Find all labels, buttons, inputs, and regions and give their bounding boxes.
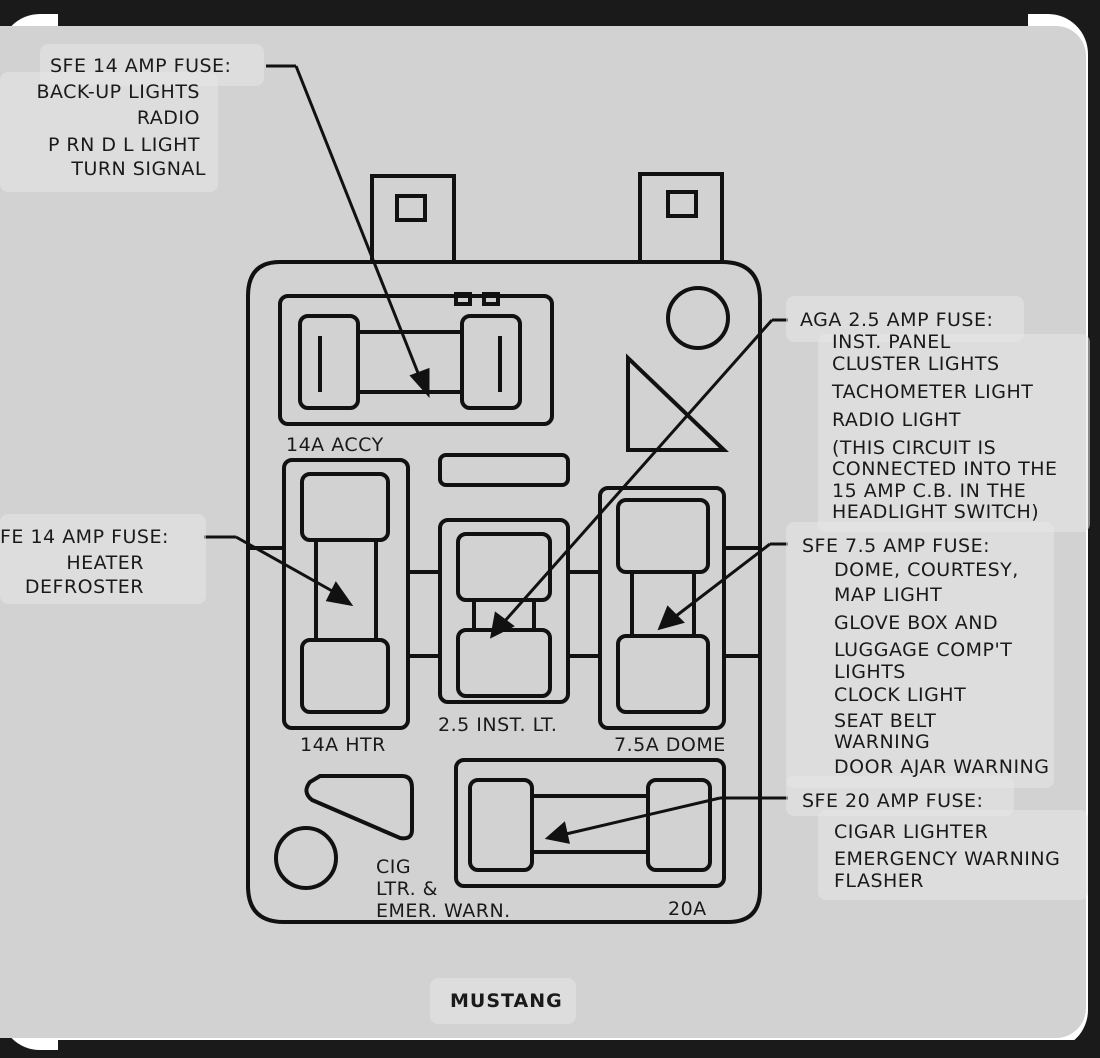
label-chip	[430, 978, 576, 1024]
label-chip	[818, 334, 1090, 532]
callout-dome-line: LUGGAGE COMP'T	[834, 639, 1013, 661]
callout-inst-line: 15 AMP C.B. IN THE	[832, 480, 1027, 502]
diagram-caption: MUSTANG	[450, 990, 563, 1012]
callout-dome-line: SEAT BELT	[834, 710, 937, 732]
fuse-label-cig-3: EMER. WARN.	[376, 900, 511, 922]
fuse-label-accy: 14A ACCY	[286, 434, 384, 456]
mount-tab-left-hole	[395, 194, 427, 222]
callout-cig-line: CIGAR LIGHTER	[834, 821, 989, 843]
fuse-label-dome: 7.5A DOME	[614, 734, 726, 756]
fuse-label-inst: 2.5 INST. LT.	[438, 714, 558, 736]
mount-tab-right	[638, 172, 724, 262]
callout-inst-line: HEADLIGHT SWITCH)	[832, 501, 1040, 523]
callout-dome-line: MAP LIGHT	[834, 584, 943, 606]
mount-hole-top	[666, 286, 730, 350]
callout-cig-line: FLASHER	[834, 870, 925, 892]
callout-heater-title: FE 14 AMP FUSE:	[0, 526, 169, 548]
callout-dome-line: WARNING	[834, 731, 931, 753]
fuse-label-cig-2: LTR. &	[376, 878, 438, 900]
bottom-bar	[58, 1040, 1100, 1058]
callout-inst-title: AGA 2.5 AMP FUSE:	[800, 309, 994, 331]
callout-accy-title: SFE 14 AMP FUSE:	[50, 55, 232, 77]
callout-inst-line: TACHOMETER LIGHT	[832, 381, 1034, 403]
callout-inst-line: CONNECTED INTO THE	[832, 458, 1058, 480]
callout-cig-line: EMERGENCY WARNING	[834, 848, 1061, 870]
fuse-label-htr: 14A HTR	[300, 734, 386, 756]
callout-dome-title: SFE 7.5 AMP FUSE:	[802, 535, 990, 557]
callout-cig-title: SFE 20 AMP FUSE:	[802, 790, 984, 812]
mount-hole-bottom	[274, 826, 338, 890]
label-chip	[818, 810, 1088, 900]
dome-fuse-holder	[598, 486, 726, 730]
slot	[438, 453, 570, 487]
fuse-box-outline	[246, 260, 762, 924]
label-chip	[786, 522, 1054, 788]
accy-fuse-holder	[278, 294, 554, 426]
callout-accy-line: BACK-UP LIGHTS	[36, 81, 200, 103]
callout-dome-line: LIGHTS	[834, 661, 906, 683]
callout-dome-line: GLOVE BOX AND	[834, 612, 999, 634]
callout-inst-line: (THIS CIRCUIT IS	[832, 437, 997, 459]
htr-fuse-holder	[282, 458, 410, 730]
callout-inst-line: RADIO LIGHT	[832, 409, 961, 431]
label-chip	[0, 514, 206, 604]
callout-accy-line: RADIO	[136, 107, 200, 129]
mount-tab-left	[370, 174, 456, 262]
callout-heater-line: HEATER	[66, 552, 144, 574]
callout-inst-line: CLUSTER LIGHTS	[832, 353, 1000, 375]
callout-dome-line: CLOCK LIGHT	[834, 684, 967, 706]
callout-accy-line: P RN D L LIGHT	[47, 134, 200, 156]
callout-accy-line: TURN SIGNAL	[71, 158, 206, 180]
fuse-label-cig-1: CIG	[376, 856, 412, 878]
label-chip	[0, 72, 218, 192]
bottom-slot	[304, 774, 414, 841]
fuse-label-cig-amp: 20A	[668, 898, 707, 920]
label-chip	[786, 776, 1014, 816]
callout-inst-line: INST. PANEL	[832, 331, 951, 353]
callout-dome-line: DOME, COURTESY,	[834, 559, 1019, 581]
triangle-marker	[626, 353, 729, 452]
callout-heater-line: DEFROSTER	[24, 576, 144, 598]
mount-tab-right-hole	[666, 190, 698, 218]
inst-fuse-holder	[438, 518, 570, 704]
top-bar	[58, 0, 1028, 26]
cig-fuse-holder	[454, 758, 726, 888]
callout-dome-line: DOOR AJAR WARNING	[834, 756, 1050, 778]
